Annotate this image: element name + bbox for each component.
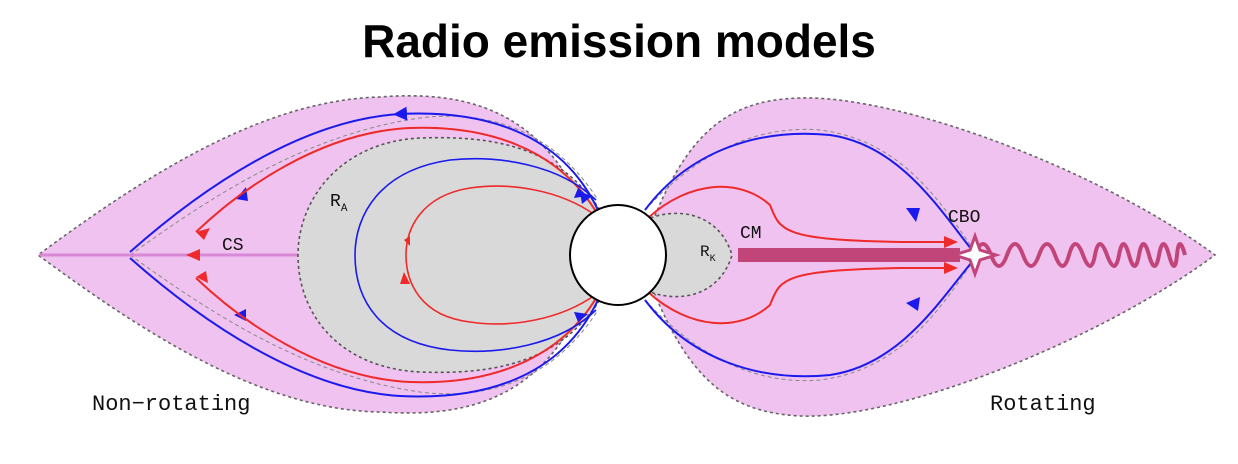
jet-wave — [973, 242, 1187, 268]
arrow-blue-right-bottom — [906, 297, 920, 311]
arrow-red-right-bottom — [944, 262, 958, 274]
arrow-red-inner-bottom — [400, 272, 410, 284]
caption-non-rotating: Non−rotating — [92, 392, 251, 417]
diagram-title: Radio emission models — [362, 15, 876, 67]
right-wavy-boundaries — [644, 128, 976, 382]
label-kepler-radius: RK — [700, 243, 716, 265]
label-cs: CS — [222, 236, 244, 256]
arrow-red-left-top — [196, 228, 210, 240]
central-star — [569, 204, 667, 306]
kepler-region — [644, 212, 733, 298]
right-blue-field-lines — [644, 132, 973, 378]
arrow-red-cs — [186, 249, 200, 261]
arrow-blue-right-top — [906, 208, 920, 222]
left-wavy-boundaries — [129, 115, 599, 395]
breakout-star — [948, 231, 1002, 279]
left-blue-field-lines — [129, 106, 599, 398]
arrow-red-left-bottom — [196, 271, 208, 283]
right-red-field-lines — [647, 185, 955, 325]
caption-rotating: Rotating — [990, 392, 1096, 417]
inner-red-loop — [405, 185, 596, 325]
arrow-red-right-top — [944, 236, 958, 248]
left-red-field-lines — [195, 126, 599, 384]
arrow-red-inner-top — [404, 236, 410, 246]
label-alfven-radius: RA — [330, 192, 348, 215]
label-cm: CM — [740, 224, 762, 244]
arrow-blue-inner-bottom — [574, 312, 588, 322]
cm-band — [738, 248, 960, 262]
arrow-blue-outer-top-right — [580, 192, 592, 204]
label-cbo: CBO — [948, 208, 980, 228]
inner-blue-loop — [354, 157, 597, 353]
